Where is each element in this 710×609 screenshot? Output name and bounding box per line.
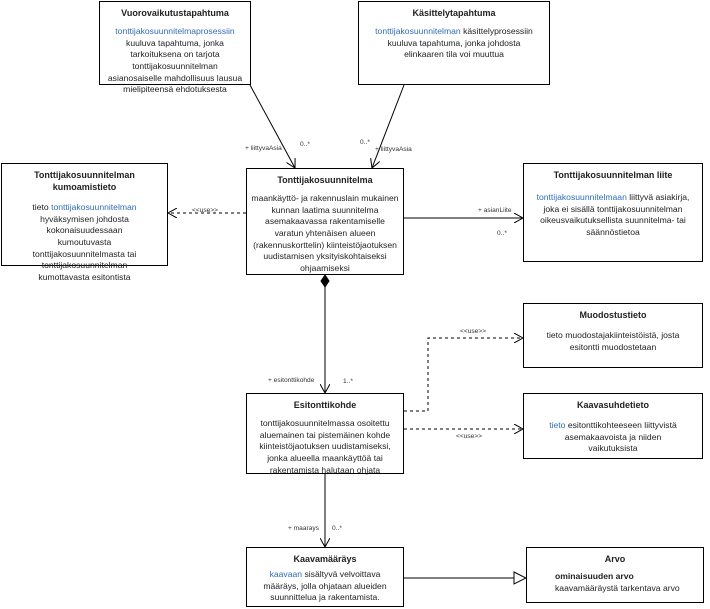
class-title: Tonttijakosuunnitelman liite: [553, 170, 673, 180]
class-muodostustieto[interactable]: Muodostustieto tieto muodostajakiinteist…: [523, 303, 703, 368]
stereotype-label: <<use>>: [192, 207, 219, 214]
term-link[interactable]: tonttijakosuunnitelman: [51, 202, 137, 213]
role-label: + maarays: [288, 525, 319, 532]
class-description: tonttijakosuunnitelmaprosessiin kuuluva …: [107, 26, 243, 95]
association-liittyvaAsia-2: [372, 84, 405, 168]
class-description: ominaisuuden arvo kaavamääräystä tarkent…: [527, 571, 703, 594]
class-description: tieto tonttijakosuunnitelman hyväksymise…: [32, 202, 137, 282]
class-description: tonttijakosuunnitelmaan liittyvä asiakir…: [536, 192, 690, 237]
class-vuorovaikutustapahtuma[interactable]: Vuorovaikutustapahtuma tonttijakosuunnit…: [99, 1, 251, 94]
class-kaavamaarays[interactable]: Kaavamääräys kaavaan sisältyvä velvoitta…: [246, 547, 404, 607]
multiplicity-label: 0..*: [497, 230, 507, 237]
class-title: Vuorovaikutustapahtuma: [121, 8, 229, 18]
multiplicity-label: 1..*: [343, 378, 353, 385]
role-label: + asianLiite: [478, 207, 512, 214]
multiplicity-label: 0..*: [332, 525, 342, 532]
role-label: + esitonttikohde: [268, 377, 315, 384]
term-link[interactable]: tonttijakosuunnitelmaprosessiin: [115, 26, 235, 37]
class-description: tonttijakosuunnitelmassa osoitettu aluem…: [259, 418, 391, 475]
class-kaavasuhdetieto[interactable]: Kaavasuhdetieto tieto esitonttikohteesee…: [523, 393, 703, 459]
class-title: Tonttijakosuunnitelman kumoamistieto: [34, 170, 135, 193]
class-description: tieto muodostajakiinteistöistä, josta es…: [546, 330, 680, 352]
class-title: Käsittelytapahtuma: [412, 8, 496, 18]
term-link[interactable]: tieto: [549, 420, 566, 431]
class-title: Kaavamääräys: [293, 554, 357, 564]
use-muodostustieto: [404, 338, 523, 412]
role-label: + liittyvaAsia: [375, 146, 412, 153]
class-description: maankäyttö- ja rakennuslain mukainen kun…: [251, 193, 399, 273]
class-title: Muodostustieto: [579, 310, 647, 320]
multiplicity-label: 0..*: [300, 141, 310, 148]
class-tonttijakosuunnitelma[interactable]: Tonttijakosuunnitelma maankäyttö- ja rak…: [246, 168, 404, 275]
class-arvo[interactable]: Arvo ominaisuuden arvo kaavamääräystä ta…: [526, 547, 704, 603]
class-description: tonttijakosuunnitelman käsittelyprosessi…: [375, 26, 533, 60]
stereotype-label: <<use>>: [456, 433, 483, 440]
class-kumoamistieto[interactable]: Tonttijakosuunnitelman kumoamistieto tie…: [1, 163, 168, 282]
term-link[interactable]: kaavaan: [269, 569, 303, 580]
multiplicity-label: 0..*: [360, 139, 370, 146]
term-link[interactable]: tonttijakosuunnitelmaan: [536, 192, 627, 203]
class-title: Arvo: [604, 554, 626, 564]
role-label: + liittyvaAsia: [245, 145, 282, 152]
class-title: Tonttijakosuunnitelma: [277, 175, 373, 185]
class-description: kaavaan sisältyvä velvoittava määräys, j…: [263, 569, 387, 603]
class-kasittelytapahtuma[interactable]: Käsittelytapahtuma tonttijakosuunnitelma…: [358, 1, 550, 85]
class-title: Kaavasuhdetieto: [576, 400, 650, 410]
attribute-name: ominaisuuden arvo: [555, 571, 634, 582]
term-link[interactable]: tonttijakosuunnitelman: [375, 26, 461, 37]
class-description: tieto esitonttikohteeseen liittyvistä as…: [549, 420, 677, 454]
association-liittyvaAsia-1: [249, 84, 295, 168]
attribute-description: kaavamääräystä tarkentava arvo: [555, 582, 680, 593]
class-title: Esitonttikohde: [293, 400, 357, 410]
class-esitonttikohde[interactable]: Esitonttikohde tonttijakosuunnitelmassa …: [246, 393, 404, 475]
class-liite[interactable]: Tonttijakosuunnitelman liite tonttijakos…: [523, 163, 703, 262]
stereotype-label: <<use>>: [460, 328, 487, 335]
